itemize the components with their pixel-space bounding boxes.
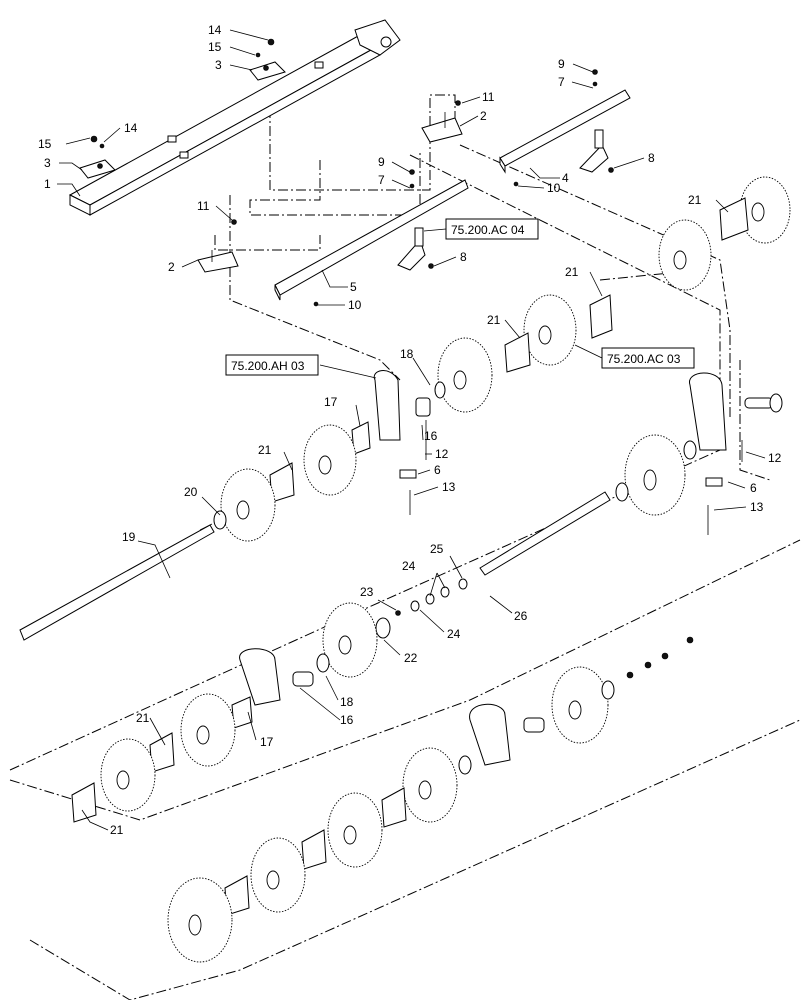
gang-shaft-left	[19, 523, 215, 641]
callout-18-lower: 18	[340, 695, 354, 709]
callout-3-lower: 3	[44, 156, 51, 170]
reference-ac03-label: 75.200.AC 03	[607, 352, 681, 366]
reference-ac04[interactable]: 75.200.AC 04	[423, 218, 539, 240]
clamp-bracket-right	[421, 112, 463, 143]
callout-20: 20	[184, 485, 198, 499]
callout-11-left: 11	[197, 199, 210, 213]
upper-disc-gang	[213, 176, 791, 542]
callout-22: 22	[404, 651, 418, 665]
gang-shaft-right	[479, 491, 611, 576]
callout-8-right: 8	[648, 151, 655, 165]
callout-12-right: 12	[768, 451, 782, 465]
mount-bracket-lower	[79, 159, 116, 179]
callout-1: 1	[44, 177, 51, 191]
callout-9-left: 9	[378, 155, 385, 169]
callout-13-left: 13	[442, 480, 456, 494]
callout-16-upper: 16	[424, 429, 438, 443]
callout-21-b: 21	[565, 265, 579, 279]
callout-17-lower: 17	[260, 735, 274, 749]
callout-2-left: 2	[168, 260, 175, 274]
callout-24-upper: 24	[402, 559, 416, 573]
callout-10-right: 10	[547, 181, 561, 195]
callout-21-e: 21	[136, 711, 150, 725]
callout-7-left: 7	[378, 173, 385, 187]
callout-16-lower: 16	[340, 713, 354, 727]
callout-10-left: 10	[348, 298, 362, 312]
callout-18-upper: 18	[400, 347, 414, 361]
callout-labels: 1 3 15 14 14 15 3 11 2 11 2 9 7 8 4 10 9…	[38, 23, 782, 837]
reference-ah03-label: 75.200.AH 03	[231, 359, 305, 373]
callout-9-right: 9	[558, 57, 565, 71]
callout-7-right: 7	[558, 75, 565, 89]
scraper-rail-short	[499, 89, 631, 174]
callout-12-left: 12	[435, 447, 449, 461]
scraper-blade-left	[397, 227, 426, 271]
callout-17-upper: 17	[324, 395, 338, 409]
callout-6-right: 6	[750, 481, 757, 495]
callout-23: 23	[360, 585, 374, 599]
callout-3-upper: 3	[215, 58, 222, 72]
main-beam	[68, 19, 401, 216]
callout-14-upper: 14	[208, 23, 222, 37]
callout-21-c: 21	[487, 313, 501, 327]
reference-ah03[interactable]: 75.200.AH 03	[225, 354, 319, 376]
scraper-blade-right	[579, 129, 609, 173]
bolts	[409, 420, 743, 535]
callout-14-lower: 14	[124, 121, 138, 135]
callout-21-f: 21	[110, 823, 124, 837]
right-disc-assembly	[399, 372, 783, 516]
lower-disc-gang	[71, 602, 378, 823]
callout-2-right: 2	[480, 109, 487, 123]
callout-19: 19	[122, 530, 136, 544]
callout-15-upper: 15	[208, 40, 222, 54]
callout-15-lower: 15	[38, 137, 52, 151]
callout-6-left: 6	[434, 463, 441, 477]
callout-8-left: 8	[460, 250, 467, 264]
clamp-bracket-left	[197, 250, 239, 273]
callout-21-d: 21	[258, 443, 272, 457]
callout-21-a: 21	[688, 193, 702, 207]
callout-11-right: 11	[482, 90, 495, 104]
callout-25: 25	[430, 542, 444, 556]
reference-ac04-label: 75.200.AC 04	[451, 223, 525, 237]
callout-26: 26	[514, 609, 528, 623]
far-lower-disc-gang	[167, 636, 694, 963]
bearing-hardware-stack	[375, 578, 468, 639]
callout-4: 4	[562, 171, 569, 185]
hardware-top	[90, 38, 598, 225]
callout-13-right: 13	[750, 500, 764, 514]
mount-bracket-upper	[249, 61, 286, 81]
scraper-rail-long	[274, 179, 469, 301]
leader-lines	[57, 29, 766, 831]
callout-24-lower: 24	[447, 627, 461, 641]
reference-ac03[interactable]: 75.200.AC 03	[574, 344, 695, 369]
callout-5: 5	[350, 280, 357, 294]
